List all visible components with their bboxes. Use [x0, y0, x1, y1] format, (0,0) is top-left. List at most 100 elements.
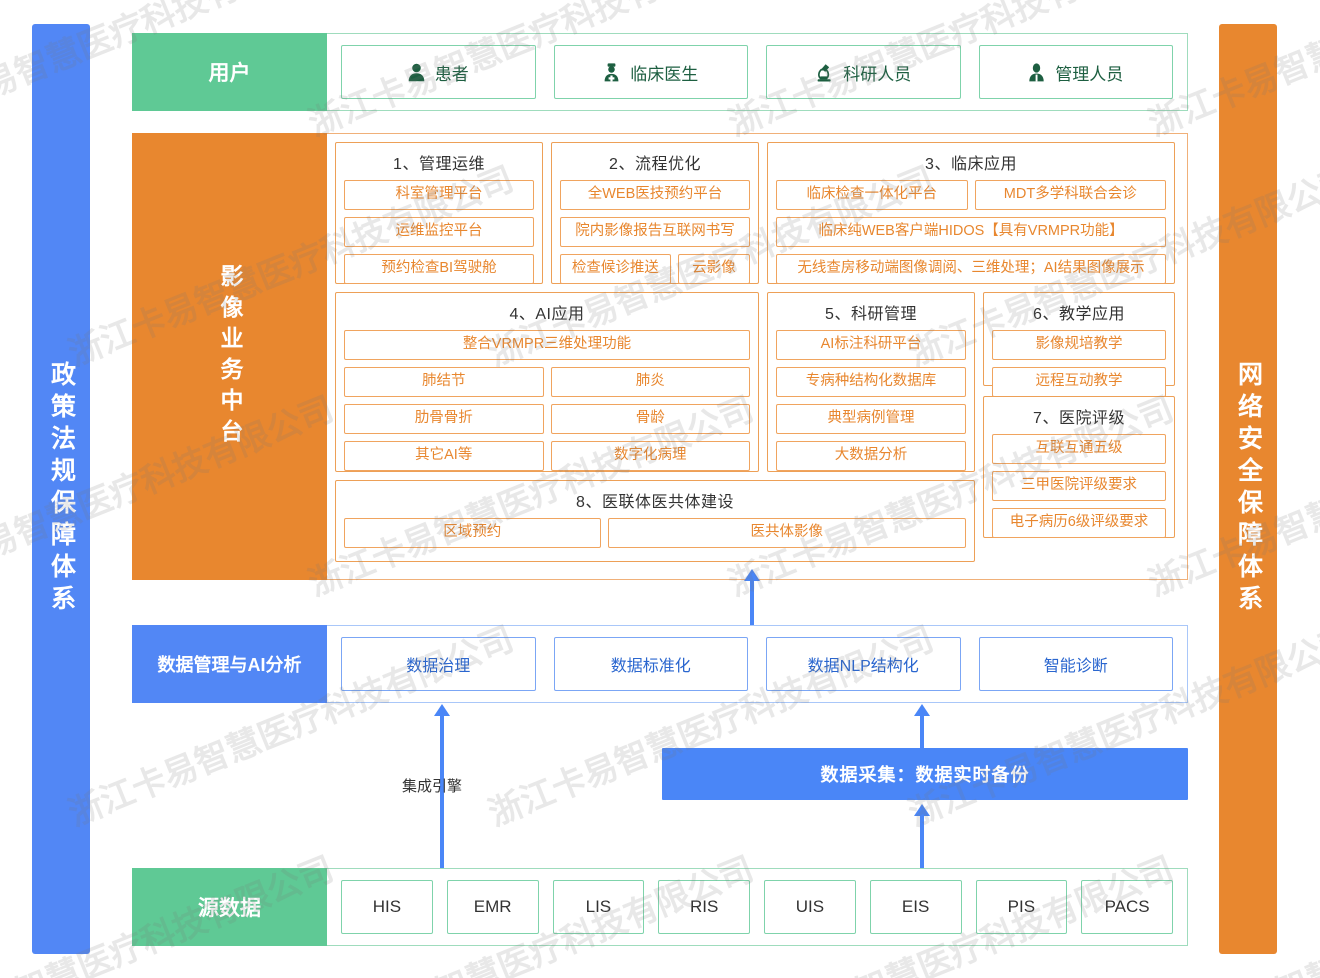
chip-item[interactable]: 专病种结构化数据库 [776, 367, 966, 397]
chip-item[interactable]: 骨龄 [550, 404, 750, 434]
src-card-ris[interactable]: RIS [658, 880, 750, 934]
chip-item[interactable]: 肺炎 [550, 367, 750, 397]
chip-row: 典型病例管理 [776, 404, 966, 434]
chip-item[interactable]: 预约检查BI驾驶舱 [344, 254, 534, 284]
chip-item[interactable]: 典型病例管理 [776, 404, 966, 434]
chip-item[interactable]: 运维监控平台 [344, 217, 534, 247]
src-card-pis[interactable]: PIS [975, 880, 1068, 934]
arrow-platform-up [744, 569, 760, 625]
data-management-label: 数据管理与AI分析 [132, 625, 327, 703]
chip-item[interactable]: 云影像 [677, 254, 750, 284]
chip-item[interactable]: 影像规培教学 [992, 330, 1166, 360]
chip-row: 无线查房移动端图像调阅、三维处理；AI结果图像展示 [776, 254, 1166, 284]
user-card-administrator[interactable]: 管理人员 [978, 45, 1173, 99]
chip-item[interactable]: 三甲医院评级要求 [992, 471, 1166, 501]
chip-row: 三甲医院评级要求 [992, 471, 1166, 501]
imaging-platform-label-text: 影像业务中台 [217, 263, 243, 450]
chip-row: 影像规培教学 [992, 330, 1166, 360]
chip-item[interactable]: 整合VRMPR三维处理功能 [344, 330, 750, 360]
group-title: 2、流程优化 [609, 156, 701, 173]
group-research-management: 5、科研管理 AI标注科研平台 专病种结构化数据库 典型病例管理 大数据分析 [767, 292, 975, 472]
chip-item[interactable]: 其它AI等 [344, 441, 544, 471]
group-teaching-application: 6、教学应用 影像规培教学 远程互动教学 [983, 292, 1175, 397]
chip-item[interactable]: 肋骨骨折 [344, 404, 544, 434]
chip-row: 院内影像报告互联网书写 [560, 217, 750, 247]
chip-row: 互联互通五级 [992, 434, 1166, 464]
doctor-icon [603, 62, 620, 82]
source-data-row: 源数据 HIS EMR LIS RIS UIS EIS PIS PACS [132, 868, 1188, 946]
user-card-patient[interactable]: 患者 [341, 45, 536, 99]
data-collection-bar: 数据采集：数据实时备份 [662, 748, 1188, 800]
chip-item[interactable]: 电子病历6级评级要求 [992, 508, 1166, 538]
group-management-ops: 1、管理运维 科室管理平台 运维监控平台 预约检查BI驾驶舱 [335, 142, 543, 284]
src-card-uis[interactable]: UIS [764, 880, 856, 934]
chip-row: 电子病历6级评级要求 [992, 508, 1166, 538]
chip-row: 区域预约 医共体影像 [344, 518, 966, 548]
chip-item[interactable]: 数字化病理 [550, 441, 750, 471]
security-sidebar: 网络安全保障体系 [1219, 24, 1277, 954]
source-data-label: 源数据 [132, 868, 327, 946]
data-management-body: 数据治理 数据标准化 数据NLP结构化 智能诊断 [327, 625, 1188, 703]
group-title: 6、教学应用 [1033, 306, 1125, 323]
group-title: 3、临床应用 [925, 156, 1017, 173]
chip-item[interactable]: 区域预约 [344, 518, 601, 548]
chip-row: 预约检查BI驾驶舱 [344, 254, 534, 284]
chip-item[interactable]: 无线查房移动端图像调阅、三维处理；AI结果图像展示 [776, 254, 1166, 284]
chip-item[interactable]: 临床检查一体化平台 [776, 180, 968, 210]
group-medical-alliance: 8、医联体医共体建设 区域预约 医共体影像 [335, 480, 975, 562]
connector-band: 集成引擎 数据采集：数据实时备份 [132, 703, 1188, 870]
chip-item[interactable]: 医共体影像 [607, 518, 966, 548]
chip-row: 临床检查一体化平台 MDT多学科联合会诊 [776, 180, 1166, 210]
chip-item[interactable]: MDT多学科联合会诊 [974, 180, 1166, 210]
group-clinical-application: 3、临床应用 临床检查一体化平台 MDT多学科联合会诊 临床纯WEB客户端HID… [767, 142, 1175, 284]
dm-card-nlp[interactable]: 数据NLP结构化 [766, 637, 961, 691]
src-card-emr[interactable]: EMR [446, 880, 539, 934]
integration-engine-label: 集成引擎 [402, 778, 463, 795]
chip-item[interactable]: 临床纯WEB客户端HIDOS【具有VRMPR功能】 [776, 217, 1166, 247]
manager-icon [1028, 62, 1045, 82]
chip-item[interactable]: 大数据分析 [776, 441, 966, 471]
dm-card-governance[interactable]: 数据治理 [341, 637, 536, 691]
user-card-label: 科研人员 [843, 64, 912, 84]
user-card-label: 患者 [434, 64, 469, 84]
chip-item[interactable]: 远程互动教学 [992, 367, 1166, 397]
src-card-lis[interactable]: LIS [552, 880, 645, 934]
user-row-label: 用户 [132, 33, 327, 111]
user-card-researcher[interactable]: 科研人员 [766, 45, 961, 99]
user-row-body: 患者 临床医生 科研人员 管理人员 [327, 33, 1188, 111]
chip-row: 运维监控平台 [344, 217, 534, 247]
chip-row: 其它AI等 数字化病理 [344, 441, 750, 471]
group-hospital-rating: 7、医院评级 互联互通五级 三甲医院评级要求 电子病历6级评级要求 [983, 396, 1175, 538]
dm-card-diagnosis[interactable]: 智能诊断 [978, 637, 1173, 691]
group-title: 4、AI应用 [509, 306, 585, 323]
chip-item[interactable]: AI标注科研平台 [776, 330, 966, 360]
chip-row: 大数据分析 [776, 441, 966, 471]
chip-item[interactable]: 互联互通五级 [992, 434, 1166, 464]
chip-row: AI标注科研平台 [776, 330, 966, 360]
source-data-body: HIS EMR LIS RIS UIS EIS PIS PACS [327, 868, 1188, 946]
policy-sidebar: 政策法规保障体系 [32, 24, 90, 954]
arrow-collect-in [914, 804, 930, 870]
dm-card-standardization[interactable]: 数据标准化 [553, 637, 748, 691]
group-title: 8、医联体医共体建设 [576, 494, 734, 511]
imaging-platform-row: 影像业务中台 1、管理运维 科室管理平台 运维监控平台 预约检查BI驾驶舱 2、… [132, 133, 1188, 580]
src-card-eis[interactable]: EIS [869, 880, 962, 934]
chip-item[interactable]: 全WEB医技预约平台 [560, 180, 750, 210]
group-ai-application: 4、AI应用 整合VRMPR三维处理功能 肺结节 肺炎 肋骨骨折 骨龄 其它AI… [335, 292, 759, 472]
chip-item[interactable]: 科室管理平台 [344, 180, 534, 210]
chip-row: 检查候诊推送 云影像 [560, 254, 750, 284]
arrow-collect-up [914, 704, 930, 751]
user-card-clinician[interactable]: 临床医生 [553, 45, 748, 99]
user-card-label: 管理人员 [1055, 64, 1124, 84]
chip-item[interactable]: 检查候诊推送 [560, 254, 671, 284]
chip-row: 整合VRMPR三维处理功能 [344, 330, 750, 360]
chip-item[interactable]: 肺结节 [344, 367, 544, 397]
chip-item[interactable]: 院内影像报告互联网书写 [560, 217, 750, 247]
chip-row: 远程互动教学 [992, 367, 1166, 397]
src-card-his[interactable]: HIS [341, 880, 433, 934]
microscope-icon [815, 63, 833, 82]
data-management-row: 数据管理与AI分析 数据治理 数据标准化 数据NLP结构化 智能诊断 [132, 625, 1188, 703]
user-card-label: 临床医生 [630, 64, 699, 84]
src-card-pacs[interactable]: PACS [1081, 880, 1173, 934]
